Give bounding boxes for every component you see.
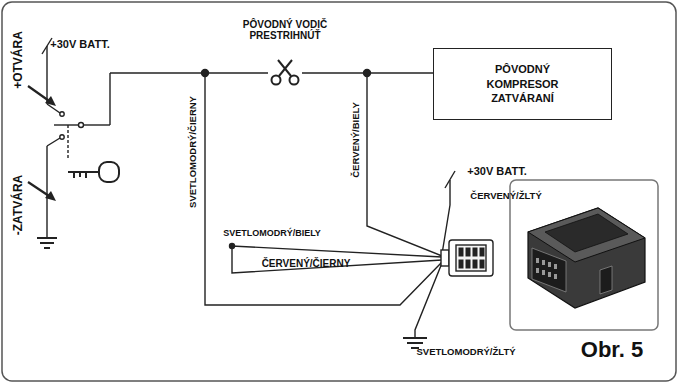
component-box: PÔVODNÝ KOMPRESOR ZATVÁRANÍ	[433, 48, 612, 120]
module-picture	[510, 180, 658, 330]
box-label: PÔVODNÝ KOMPRESOR ZATVÁRANÍ	[483, 62, 563, 107]
wire-color: SVETLOMODRÝ/ČIERNY	[188, 96, 198, 208]
wire-color: SVETLOMODRÝ/ŽLTÝ	[416, 347, 515, 357]
switch-label: +OTVÁRA	[12, 31, 25, 89]
battery-label: +30V BATT.	[467, 165, 526, 177]
wire-color: ČERVENÝ/ČIERNY	[262, 258, 351, 269]
switch-label: -ZATVÁRA	[12, 175, 25, 235]
wire-color: SVETLOMODRÝ/BIELY	[223, 229, 321, 239]
figure-number: Obr. 5	[581, 338, 643, 362]
wire-color: ČERVENÝ/ŽLTÝ	[470, 191, 541, 201]
wire-color: ČERVENÝ/BIELY	[351, 102, 361, 178]
cut-note: PÔVODNÝ VODIČ PRESTRIHNÚŤ	[230, 19, 340, 41]
battery-label: +30V BATT.	[50, 38, 109, 50]
